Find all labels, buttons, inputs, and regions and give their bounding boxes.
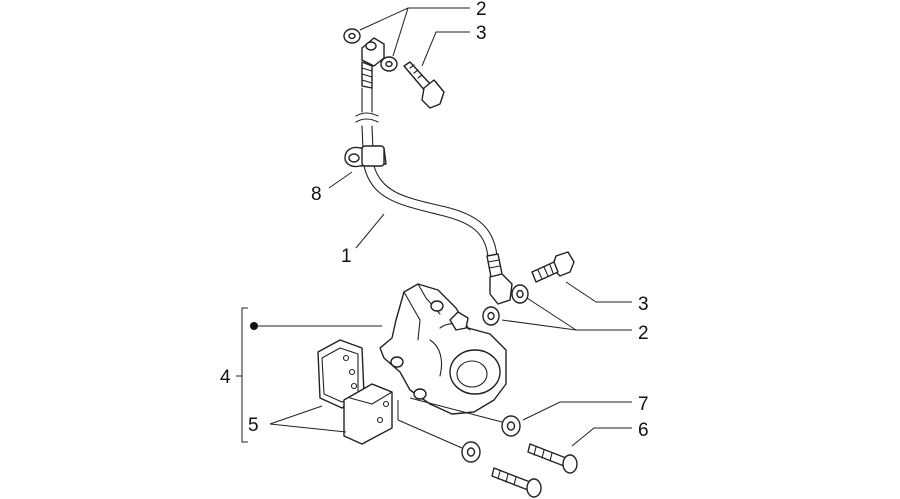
callout-4: 4 (220, 367, 231, 388)
right-washers (482, 284, 529, 326)
bottom-washers (461, 415, 521, 463)
callout-6: 6 (638, 420, 649, 441)
hose-clamp (344, 145, 387, 168)
top-washers (343, 28, 398, 72)
brake-hose (355, 37, 513, 305)
callout-2-top: 2 (476, 0, 487, 20)
leader-lines (236, 7, 632, 449)
caliper-assembly-dot (250, 322, 258, 330)
callout-3-top: 3 (476, 23, 487, 44)
brake-pads (317, 339, 393, 445)
callout-1: 1 (341, 246, 352, 267)
right-banjo-bolt (531, 251, 575, 283)
callout-5: 5 (248, 415, 259, 436)
callout-3-right: 3 (638, 294, 649, 315)
callout-8: 8 (311, 184, 322, 205)
callout-2-right: 2 (638, 323, 649, 344)
caliper-screws (491, 443, 578, 498)
brake-caliper (379, 283, 507, 415)
callout-7: 7 (638, 394, 649, 415)
top-banjo-bolt (403, 61, 445, 109)
